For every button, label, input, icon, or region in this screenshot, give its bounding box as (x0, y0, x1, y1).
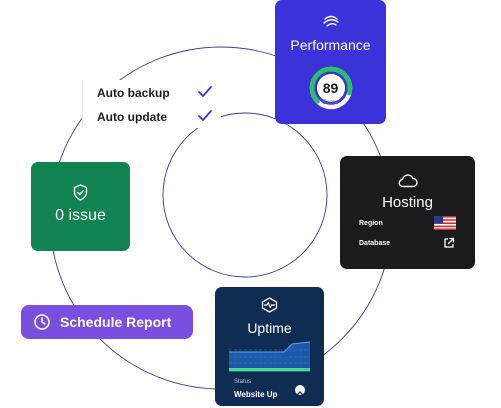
status-toggle-button[interactable] (295, 385, 305, 395)
cloud-icon (398, 174, 418, 188)
uptime-chart (229, 341, 310, 372)
auto-backup-label: Auto backup (97, 86, 170, 100)
schedule-report-label: Schedule Report (60, 314, 172, 330)
speed-swirl-icon (323, 15, 339, 27)
auto-features-list: Auto backup Auto update (82, 80, 221, 128)
database-label: Database (359, 240, 391, 247)
checkmark-icon (198, 86, 212, 97)
performance-score: 89 (322, 80, 339, 96)
checkmark-icon (198, 110, 212, 121)
hosting-title: Hosting (382, 194, 433, 211)
issue-title: 0 issue (55, 207, 106, 224)
clock-icon (34, 314, 50, 330)
issue-card[interactable]: 0 issue (31, 162, 130, 251)
uptime-card[interactable]: Uptime Status Website Up (215, 287, 324, 406)
performance-gauge (309, 66, 353, 110)
auto-update-label: Auto update (97, 110, 167, 124)
performance-card[interactable]: Performance 89 Score (275, 0, 386, 124)
external-link-icon[interactable] (443, 237, 455, 249)
auto-backup-item: Auto backup (97, 84, 212, 102)
performance-title: Performance (290, 37, 371, 53)
status-label: Status (234, 379, 252, 385)
us-flag-icon (434, 216, 456, 230)
status-value: Website Up (234, 390, 278, 399)
region-label: Region (359, 220, 383, 227)
chevron-up-icon (297, 391, 303, 395)
performance-score-label: Score (322, 100, 339, 106)
shield-check-icon (73, 184, 88, 201)
schedule-report-button[interactable]: Schedule Report (21, 305, 193, 339)
uptime-title: Uptime (247, 320, 292, 336)
auto-update-item: Auto update (97, 108, 212, 126)
activity-pulse-icon (261, 297, 278, 313)
hosting-card[interactable]: Hosting Region Database (340, 156, 475, 269)
